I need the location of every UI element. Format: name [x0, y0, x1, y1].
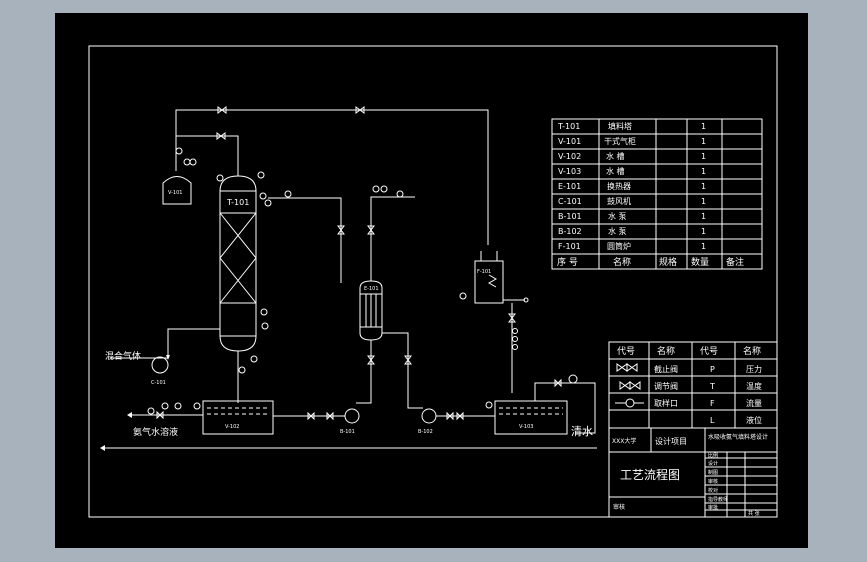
legend-h3: 代号: [700, 346, 718, 357]
eq-name: 水 泵: [608, 211, 627, 221]
role-4: 指导教师: [708, 496, 728, 503]
absorption-column: T-101: [216, 171, 272, 352]
pump2-label: B-102: [418, 429, 433, 435]
role-0: 设计: [708, 460, 718, 467]
eq-header-name: 名称: [613, 256, 631, 268]
tank-v102: V-102 氨气水溶液: [127, 400, 274, 438]
exchanger-label: E-101: [364, 286, 379, 292]
legend-name: 调节阀: [654, 382, 678, 391]
eq-header-spec: 规格: [659, 256, 677, 268]
eq-qty: 1: [701, 122, 706, 131]
stop-valve-icon: [616, 363, 638, 372]
eq-name: 换热器: [607, 181, 631, 191]
furnace-label: F-101: [477, 269, 491, 275]
eq-code: B-101: [558, 212, 582, 221]
eq-qty: 1: [701, 242, 706, 251]
legend-code-name: 温度: [746, 381, 762, 391]
water-in-label: 清水: [571, 425, 593, 438]
eq-qty: 1: [701, 137, 706, 146]
eq-name: 填料塔: [608, 121, 632, 131]
eq-name: 圆筒炉: [607, 241, 631, 251]
column-label: T-101: [226, 198, 249, 207]
eq-qty: 1: [701, 182, 706, 191]
inlet-gas-label: 混合气体: [105, 350, 141, 362]
eq-code: V-101: [558, 137, 581, 146]
legend-code: L: [710, 416, 715, 425]
eq-header-qty: 数量: [691, 256, 709, 268]
grade-label: 比例: [708, 452, 718, 459]
equipment-table: [551, 118, 763, 270]
title-block: XXX大学 设计项目 水吸收氨气填料塔设计 工艺流程图 比例 设计 制图 审核 …: [608, 427, 778, 518]
gas-holder-v101: V-101: [162, 147, 197, 205]
drawing-title: 工艺流程图: [620, 467, 680, 482]
tank-right-label: V-103: [519, 424, 533, 430]
equipment-table-text: T-101 填料塔 1 V-101 干式气柜 1 V-102 水 槽 1 V-1…: [557, 121, 744, 268]
legend-code-name: 压力: [746, 364, 762, 374]
pump-b101: B-101: [273, 408, 360, 435]
eq-qty: 1: [701, 227, 706, 236]
furnace-f101: F-101: [459, 251, 529, 393]
role-2: 审核: [708, 478, 718, 485]
eq-code: E-101: [558, 182, 581, 191]
drawing-sheet: T-101 V-101 E-101: [55, 13, 808, 548]
legend-name: 取样口: [654, 398, 678, 408]
eq-qty: 1: [701, 152, 706, 161]
legend-code-name: 流量: [746, 398, 762, 408]
eq-code: B-102: [558, 227, 582, 236]
school-name: XXX大学: [612, 437, 636, 445]
tank-left-label: V-102: [225, 424, 239, 430]
pump1-label: B-101: [340, 429, 355, 435]
legend-name: 截止阀: [654, 364, 678, 374]
legend-h4: 名称: [743, 345, 761, 357]
bottom-label: 审核: [613, 503, 625, 511]
eq-code: T-101: [557, 122, 580, 131]
tank-v103: V-103 清水: [485, 374, 596, 438]
legend-table: 代号 名称 代号 名称 截止阀 P 压力 调节阀 T 温度 取样口 F 流量 L…: [608, 341, 778, 429]
sample-port-icon: [625, 398, 635, 408]
gas-holder-label: V-101: [168, 190, 182, 196]
eq-qty: 1: [701, 212, 706, 221]
eq-code: V-102: [558, 152, 581, 161]
eq-qty: 1: [701, 167, 706, 176]
eq-name: 鼓风机: [607, 196, 631, 206]
drawing-border: [88, 45, 778, 518]
heat-exchanger-e101: E-101: [268, 185, 423, 409]
legend-code: P: [710, 365, 715, 374]
eq-code: F-101: [558, 242, 581, 251]
eq-name: 水 泵: [608, 226, 627, 236]
top-piping: [175, 106, 489, 245]
sheet-count: 共 张: [748, 510, 760, 517]
project-title: 水吸收氨气填料塔设计: [708, 433, 768, 441]
pump-b102: B-102: [418, 408, 495, 435]
outlet-liquid-label: 氨气水溶液: [133, 426, 178, 438]
legend-h1: 代号: [617, 346, 635, 357]
legend-code: T: [709, 382, 715, 391]
blower-c101: C-101 混合气体: [105, 328, 220, 386]
control-valve-icon: [619, 381, 641, 390]
project-label: 设计项目: [655, 436, 687, 446]
legend-code: F: [710, 399, 715, 408]
eq-qty: 1: [701, 197, 706, 206]
eq-name: 水 槽: [606, 166, 625, 176]
eq-header-note: 备注: [726, 256, 744, 268]
eq-name: 水 槽: [606, 151, 625, 161]
role-3: 校对: [708, 487, 718, 494]
eq-code: V-103: [558, 167, 581, 176]
process-flow-diagram: T-101 V-101 E-101: [88, 45, 778, 518]
role-1: 制图: [708, 469, 718, 476]
eq-code: C-101: [558, 197, 582, 206]
eq-name: 干式气柜: [604, 136, 636, 146]
blower-label: C-101: [151, 380, 166, 386]
legend-code-name: 液位: [746, 415, 762, 425]
legend-h2: 名称: [657, 345, 675, 357]
role-5: 审批: [708, 504, 718, 511]
eq-header-code: 序 号: [557, 256, 578, 268]
